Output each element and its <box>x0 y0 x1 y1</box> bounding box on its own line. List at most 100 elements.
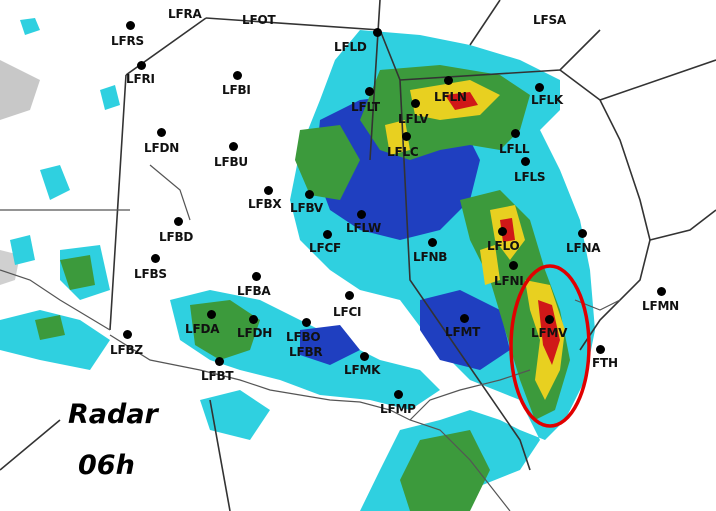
station-dot <box>509 261 518 270</box>
station-label: LFDH <box>237 326 273 340</box>
station-label: LFMV <box>531 326 568 340</box>
station-label: LFLW <box>346 221 381 235</box>
precip-green <box>60 255 95 290</box>
station-label: LFCI <box>333 305 362 319</box>
precip-cyan <box>10 235 35 265</box>
precip-green <box>295 125 360 200</box>
station-dot <box>657 287 666 296</box>
station-dot <box>323 230 332 239</box>
radar-caption-time: 06h <box>78 450 135 481</box>
station-label: LFLT <box>351 100 380 114</box>
station-label: LFMT <box>445 325 481 339</box>
station-dot <box>252 272 261 281</box>
station-dot <box>498 227 507 236</box>
station-label: LFBI <box>222 83 251 97</box>
station-dot <box>394 390 403 399</box>
station-label: LFLS <box>514 170 546 184</box>
station-label: LFBU <box>214 155 248 169</box>
station-dot <box>345 291 354 300</box>
station-label: LFBZ <box>110 343 143 357</box>
station-dot <box>535 83 544 92</box>
precip-cyan <box>40 165 70 200</box>
station-label: LFOT <box>242 13 276 27</box>
station-label: LFBA <box>237 284 271 298</box>
station-label: LFLV <box>398 112 429 126</box>
station-dot <box>428 238 437 247</box>
station-label: LFNA <box>566 241 601 255</box>
station-label: LFNB <box>413 250 448 264</box>
station-label: LFMK <box>344 363 381 377</box>
station-dot <box>264 186 273 195</box>
station-label: LFBD <box>159 230 194 244</box>
station-dot <box>360 352 369 361</box>
station-dot <box>249 315 258 324</box>
precip-yellow <box>480 245 500 285</box>
precip-blue <box>420 290 510 370</box>
station-label: LFBS <box>134 267 167 281</box>
precip-blue <box>300 325 360 365</box>
station-label: LFCF <box>309 241 342 255</box>
precip-cyan <box>100 85 120 110</box>
station-label: LFMP <box>380 402 416 416</box>
station-dot <box>402 132 411 141</box>
station-dot <box>596 345 605 354</box>
station-dot <box>137 61 146 70</box>
station-dot <box>157 128 166 137</box>
precip-cyan <box>200 390 270 440</box>
station-label: LFDN <box>144 141 180 155</box>
station-dot <box>578 229 587 238</box>
station-label: LFLD <box>334 40 367 54</box>
precip-green <box>400 430 490 511</box>
precip-red <box>538 300 560 365</box>
station-label: LFBO <box>286 330 321 344</box>
station-dot <box>373 28 382 37</box>
station-label: LFRS <box>111 34 144 48</box>
station-dot <box>460 314 469 323</box>
station-dot <box>215 357 224 366</box>
precip-red <box>500 218 515 242</box>
station-label: LFRI <box>126 72 155 86</box>
radar-caption-title: Radar <box>68 399 158 430</box>
station-dot <box>126 21 135 30</box>
station-dot <box>302 318 311 327</box>
station-dot <box>151 254 160 263</box>
station-dot <box>207 310 216 319</box>
station-label: LFBR <box>289 345 323 359</box>
precip-cyan <box>0 310 110 370</box>
station-dot <box>545 315 554 324</box>
station-dot <box>174 217 183 226</box>
precip-cyan <box>20 18 40 35</box>
station-dot <box>123 330 132 339</box>
land-patch <box>0 60 40 120</box>
station-label: LFRA <box>168 7 202 21</box>
station-dot <box>511 129 520 138</box>
station-dot <box>521 157 530 166</box>
station-dot <box>305 190 314 199</box>
station-label: LFNI <box>494 274 524 288</box>
station-label: LFLK <box>531 93 563 107</box>
highlight-ellipse <box>509 264 591 428</box>
station-label: LFLO <box>487 239 520 253</box>
station-label: LFLC <box>387 145 419 159</box>
station-label: LFLN <box>434 90 467 104</box>
station-label: LFBT <box>201 369 234 383</box>
precip-green <box>35 315 65 340</box>
station-label: LFLL <box>499 142 530 156</box>
station-dot <box>229 142 238 151</box>
station-dot <box>365 87 374 96</box>
station-label: LFSA <box>533 13 566 27</box>
station-dot <box>233 71 242 80</box>
station-dot <box>411 99 420 108</box>
precip-red <box>445 92 478 110</box>
station-label: LFMN <box>642 299 680 313</box>
station-dot <box>444 76 453 85</box>
coast-lines <box>0 164 621 511</box>
station-label: LFBV <box>290 201 323 215</box>
station-label: LFBX <box>248 197 282 211</box>
station-label: FTH <box>592 356 618 370</box>
station-dot <box>357 210 366 219</box>
station-label: LFDA <box>185 322 220 336</box>
